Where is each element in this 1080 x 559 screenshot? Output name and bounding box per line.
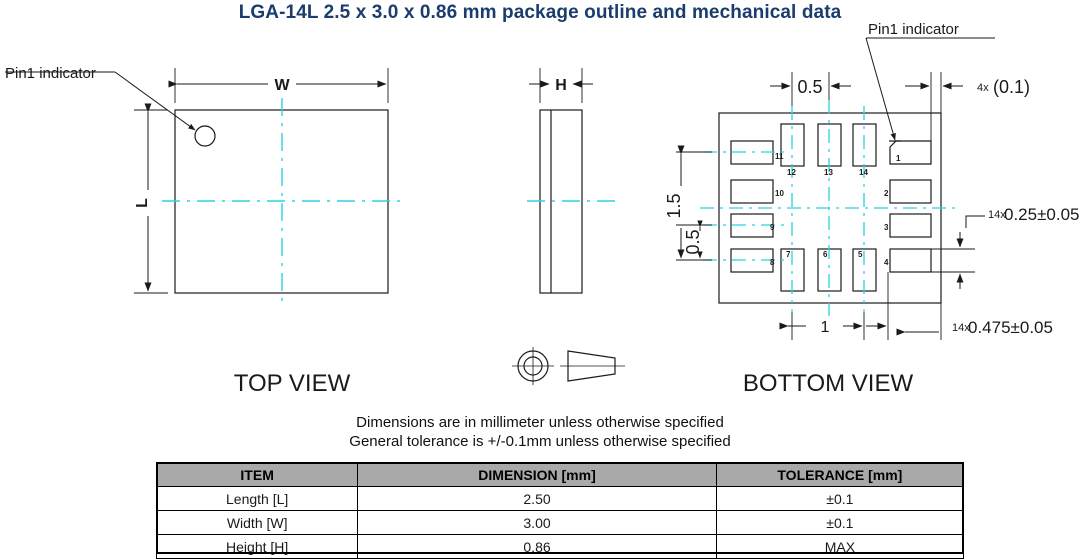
side-view-group — [527, 68, 620, 294]
cell-tolerance: ±0.1 — [715, 510, 965, 535]
top-view-centerlines — [162, 98, 402, 306]
cell-item: Width [W] — [155, 510, 359, 535]
cell-item: Length [L] — [155, 486, 359, 511]
header-tolerance: TOLERANCE [mm] — [715, 462, 965, 487]
top-view-group — [5, 68, 402, 306]
top-view-pin1-circle — [194, 125, 216, 147]
bottom-view-group — [676, 37, 995, 340]
mechanical-data-table: ITEM DIMENSION [mm] TOLERANCE [mm] Lengt… — [155, 462, 965, 559]
pad-width-prefix: 14x — [988, 209, 1006, 221]
top-view-width-dim: W — [274, 77, 290, 94]
corner-note-prefix: 4x — [977, 82, 989, 94]
pad-number-8: 8 — [770, 258, 775, 267]
pad-number-5: 5 — [858, 250, 863, 259]
pad-number-7: 7 — [786, 250, 791, 259]
pad-number-6: 6 — [823, 250, 828, 259]
pad-length-prefix: 14x — [952, 322, 970, 334]
pad-number-12: 12 — [787, 168, 796, 177]
pad-number-9: 9 — [770, 223, 775, 232]
bottom-left-0-5-dim: 0.5 — [683, 229, 703, 254]
bottom-pitch-top-dim: 0.5 — [797, 77, 822, 97]
pad-number-10: 10 — [775, 189, 784, 198]
note-general-tolerance: General tolerance is +/-0.1mm unless oth… — [349, 433, 731, 450]
note-dimensions-unit: Dimensions are in millimeter unless othe… — [356, 414, 724, 431]
first-angle-projection-symbol — [512, 347, 625, 385]
bottom-view-centerlines — [700, 100, 960, 316]
pad-number-14: 14 — [859, 168, 868, 177]
bottom-left-1-5-dim: 1.5 — [664, 193, 684, 218]
header-item: ITEM — [155, 462, 359, 487]
pad-1 — [889, 140, 932, 165]
page-title: LGA-14L 2.5 x 3.0 x 0.86 mm package outl… — [238, 2, 842, 23]
top-view-length-dim: L — [134, 198, 151, 208]
pad-number-3: 3 — [884, 223, 889, 232]
cell-tolerance: ±0.1 — [715, 486, 965, 511]
side-view-height-dim: H — [555, 77, 567, 94]
pad-10 — [730, 179, 774, 204]
bottom-view-pin1-leader — [865, 37, 896, 141]
pad-width-value: 0.25±0.05 — [1004, 205, 1080, 224]
pad-4 — [889, 248, 932, 273]
table-header-row: ITEM DIMENSION [mm] TOLERANCE [mm] — [155, 462, 965, 487]
top-view-pin1-label: Pin1 indicator — [5, 65, 96, 82]
table-row: Width [W] 3.00 ±0.1 — [155, 510, 965, 535]
cell-dimension: 2.50 — [357, 486, 717, 511]
pad-number-11: 11 — [775, 152, 784, 161]
pad-number-1: 1 — [896, 154, 901, 163]
bottom-1-dim: 1 — [821, 319, 830, 336]
top-view-pin1-leader — [114, 71, 196, 131]
table-row: Length [L] 2.50 ±0.1 — [155, 486, 965, 511]
pad-number-4: 4 — [884, 258, 889, 267]
top-view-label: TOP VIEW — [233, 370, 351, 397]
header-dimension: DIMENSION [mm] — [357, 462, 717, 487]
pad-length-value: 0.475±0.05 — [968, 318, 1053, 337]
pad-3 — [889, 213, 932, 238]
cell-dimension: 3.00 — [357, 510, 717, 535]
bottom-view-pin1-label: Pin1 indicator — [868, 21, 959, 38]
pad-number-13: 13 — [824, 168, 833, 177]
pad-number-2: 2 — [884, 189, 889, 198]
bottom-view-label: BOTTOM VIEW — [742, 370, 914, 397]
corner-note-value: (0.1) — [993, 77, 1030, 97]
pad-2 — [889, 179, 932, 204]
